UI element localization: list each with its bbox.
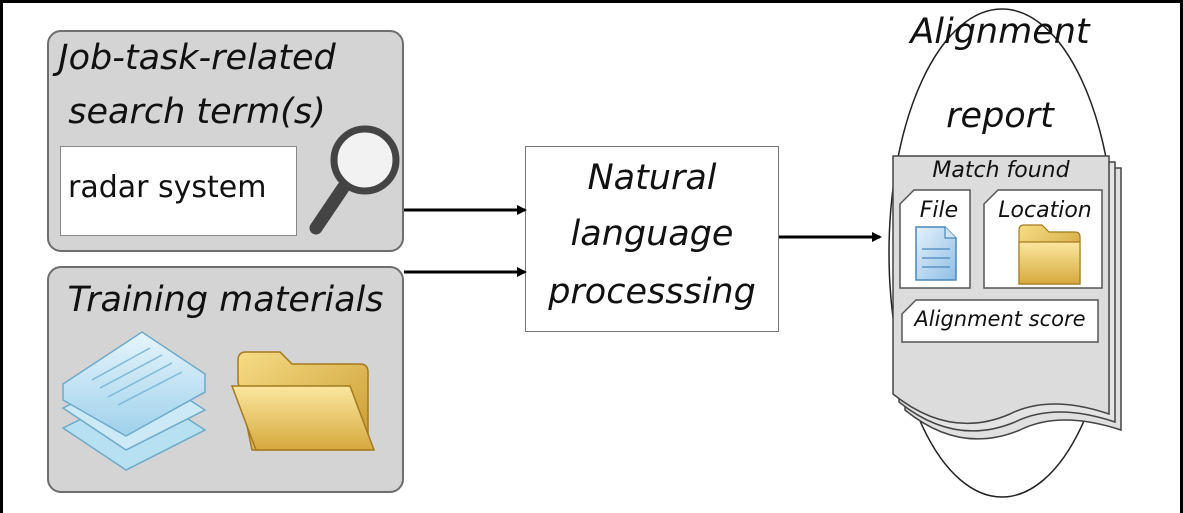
alignment-score-label: Alignment score — [914, 307, 1086, 331]
file-icon — [915, 226, 957, 281]
report-title-line2: report — [946, 96, 1054, 136]
search-input[interactable] — [60, 146, 297, 236]
report-title-line1: Alignment — [910, 12, 1090, 52]
nlp-line1: Natural — [587, 158, 717, 198]
nlp-line3: processsing — [548, 272, 756, 312]
search-input-value: radar system — [68, 170, 267, 205]
file-label: File — [919, 198, 959, 223]
magnifier-icon — [309, 125, 400, 235]
nlp-line2: language — [570, 214, 734, 254]
location-folder-icon — [1018, 224, 1081, 285]
folder-icon — [230, 351, 376, 451]
location-label: Location — [998, 198, 1092, 223]
search-terms-title-line2: search term(s) — [68, 92, 326, 132]
alignment-score-tab — [901, 299, 1099, 343]
document-stack-icon — [61, 331, 207, 471]
search-terms-title-line1: Job-task-related — [58, 38, 336, 78]
match-found-label: Match found — [932, 158, 1070, 183]
training-materials-title: Training materials — [67, 280, 384, 320]
nlp-box — [525, 146, 779, 332]
